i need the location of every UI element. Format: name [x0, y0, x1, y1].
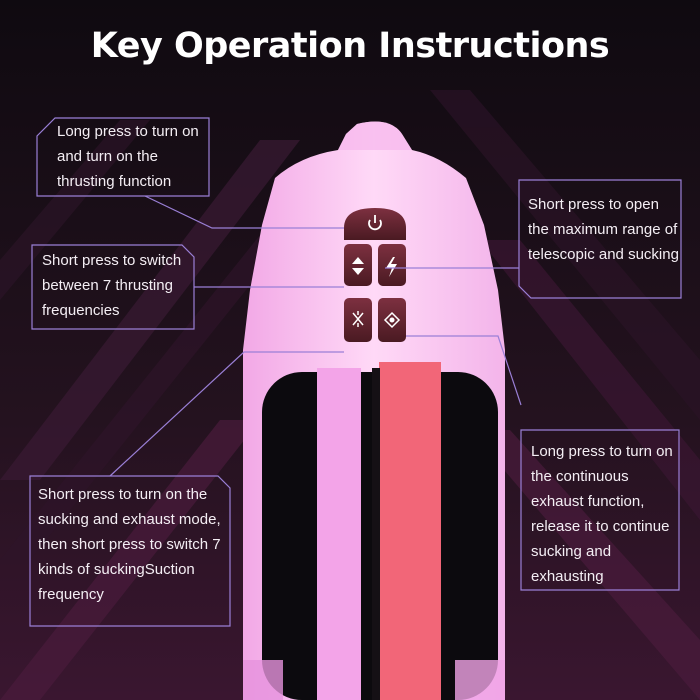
max-range-callout-text: Short press to open the maximum range of…: [528, 196, 679, 263]
page-title: Key Operation Instructions: [90, 26, 610, 66]
power-button[interactable]: [344, 208, 406, 240]
leader-lines: [109, 195, 522, 477]
callout-frames: [29, 117, 682, 627]
background-stripes: [0, 90, 700, 700]
lightning-icon: [386, 257, 397, 277]
control-panel: [344, 208, 406, 342]
power-icon: [368, 215, 382, 231]
power-callout-text: Long press to turn on and turn on the th…: [57, 123, 199, 190]
burst-icon: [352, 311, 364, 327]
device-body: [243, 121, 505, 700]
exhaust-callout-text: Long press to turn on the continuous exh…: [531, 443, 673, 585]
up-down-arrows-icon: [352, 257, 364, 275]
thrust-frequency-callout-text: Short press to switch between 7 thrustin…: [42, 252, 182, 319]
thrust-frequency-button[interactable]: [344, 244, 372, 286]
sucking-mode-callout-text: Short press to turn on the sucking and e…: [38, 486, 221, 603]
target-icon: [383, 311, 401, 329]
